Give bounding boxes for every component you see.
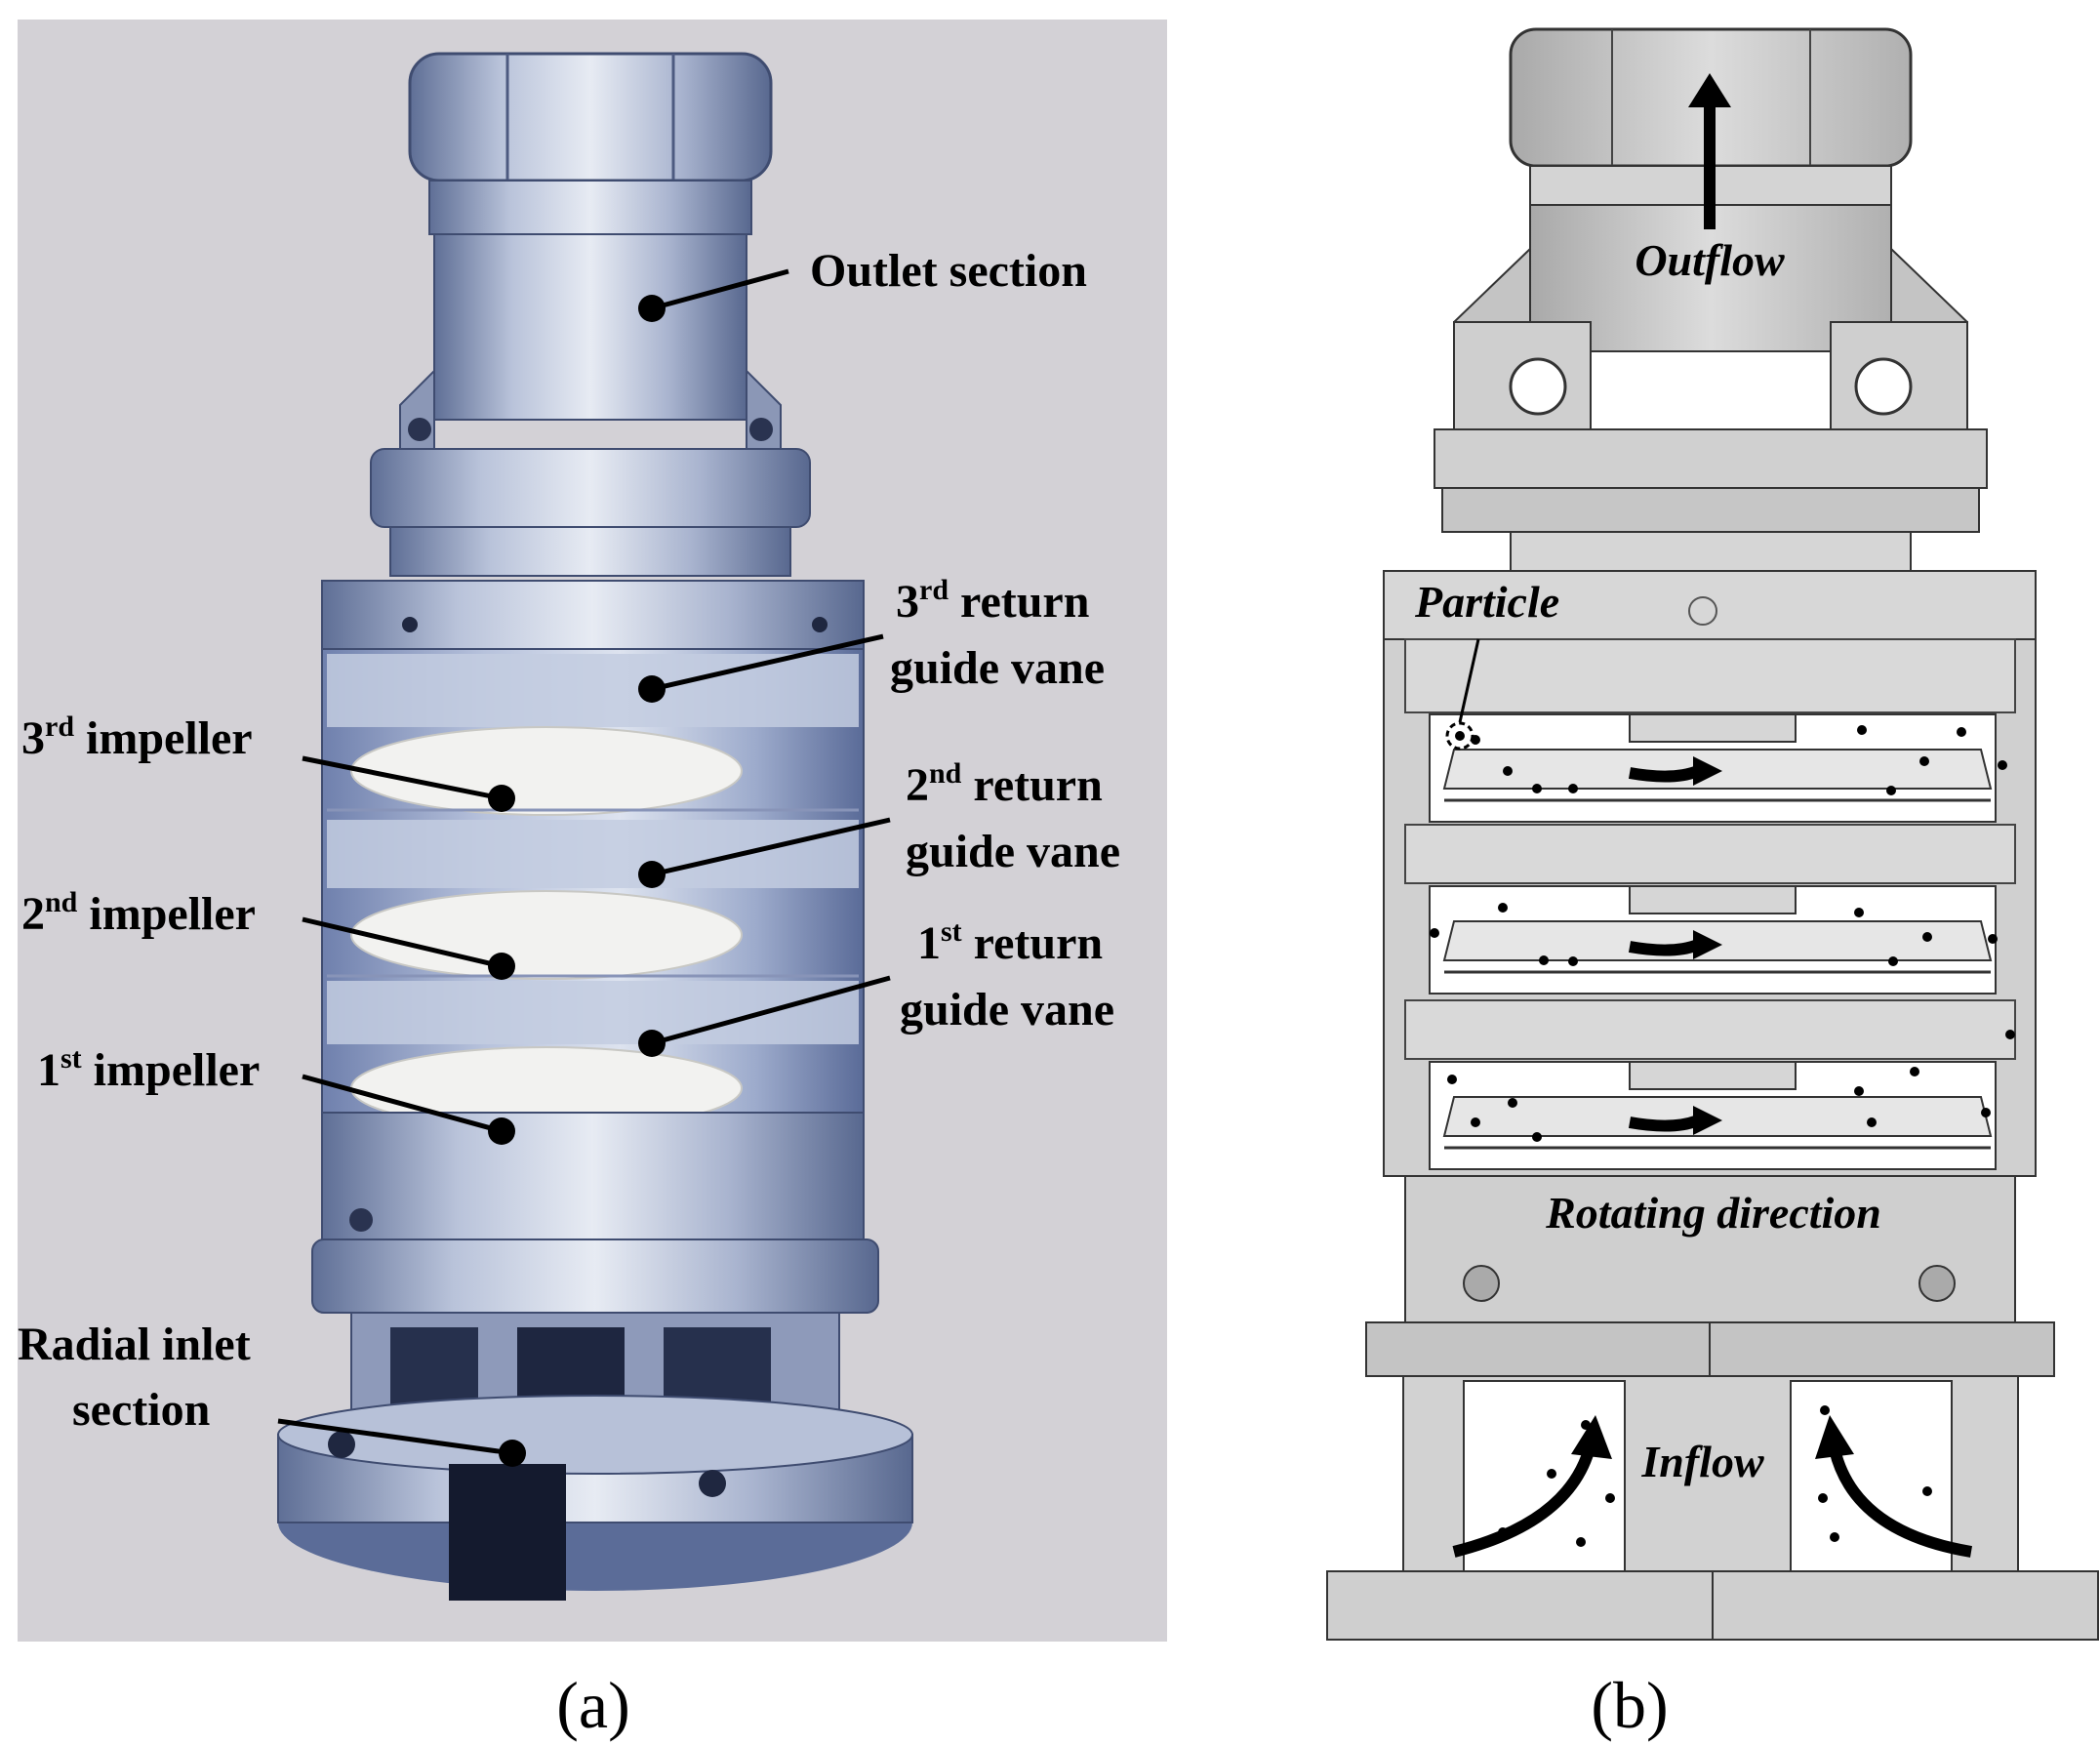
- cad-stage-1: [1429, 1061, 1997, 1170]
- label-impeller-3: 3rd impeller: [21, 711, 253, 764]
- return-guide-vane-3: [327, 654, 859, 727]
- return-guide-vane-2: [327, 820, 859, 888]
- label-radial-inlet-line2: section: [72, 1384, 210, 1436]
- panel-a: Outlet section 3rd return guide vane 2nd…: [18, 20, 1167, 1742]
- label-return-2-line1: 2nd return: [906, 757, 1103, 811]
- return-guide-vane-1: [327, 981, 859, 1044]
- cad-particles: [1430, 725, 2015, 1547]
- particle-marker: [1445, 638, 1480, 751]
- label-rotating-direction: Rotating direction: [1545, 1188, 1881, 1238]
- panel-b: Outflow Particle Rotating direction Infl…: [1326, 27, 2099, 1742]
- inflow-arrow-left-icon: [1571, 1415, 1612, 1459]
- rotation-arrow-1-icon: [1693, 1106, 1722, 1135]
- impeller-3-disc: [350, 726, 743, 816]
- label-return-1-line2: guide vane: [900, 984, 1114, 1035]
- label-return-3-line2: guide vane: [890, 642, 1105, 694]
- label-return-2-line2: guide vane: [906, 826, 1120, 877]
- cad-lower-casing: [1326, 1175, 2099, 1641]
- impeller-2-disc: [350, 890, 743, 980]
- casing-top-ring: [321, 580, 865, 650]
- callouts-a: [277, 268, 891, 1467]
- transparent-casing: [321, 648, 865, 1130]
- label-outlet-section: Outlet section: [810, 245, 1087, 297]
- label-return-3-line1: 3rd return: [896, 574, 1089, 628]
- rotation-arrow-3-icon: [1693, 756, 1722, 786]
- cad-flanges: [1434, 428, 1988, 572]
- flow-arrows: [1452, 73, 1972, 1558]
- label-impeller-2: 2nd impeller: [21, 886, 256, 940]
- outlet-nut: [408, 52, 773, 235]
- label-impeller-1: 1st impeller: [37, 1042, 260, 1096]
- lower-casing: [277, 1112, 913, 1601]
- cad-casing-top: [1383, 570, 2037, 640]
- cad-side-lugs: [1453, 246, 1968, 430]
- rotation-arrow-2-icon: [1693, 930, 1722, 959]
- label-radial-inlet-line1: Radial inlet: [18, 1319, 251, 1370]
- outlet-body: [370, 233, 811, 577]
- cad-stage-2: [1429, 885, 1997, 995]
- label-outflow: Outflow: [1635, 235, 1785, 285]
- outflow-arrow-icon: [1688, 73, 1731, 107]
- caption-a: (a): [556, 1668, 629, 1742]
- label-return-1-line1: 1st return: [917, 915, 1103, 969]
- caption-b: (b): [1591, 1668, 1668, 1742]
- label-particle: Particle: [1414, 577, 1559, 627]
- label-inflow: Inflow: [1640, 1437, 1764, 1486]
- inflow-arrow-right-icon: [1815, 1415, 1854, 1459]
